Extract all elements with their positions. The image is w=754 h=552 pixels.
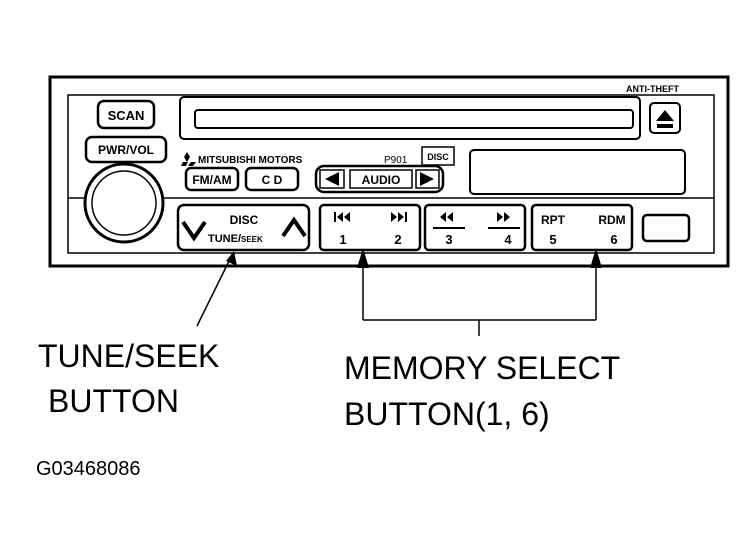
chevron-down-icon xyxy=(181,220,207,242)
skip-forward-icon xyxy=(391,212,407,222)
eject-icon xyxy=(656,110,674,128)
scan-button[interactable]: SCAN xyxy=(96,99,156,130)
model-label: P901 xyxy=(384,155,408,166)
audio-control-group: AUDIO xyxy=(314,164,445,194)
underline-3 xyxy=(433,227,465,229)
memory-select-callout-line1: MEMORY SELECT xyxy=(344,350,620,386)
svg-text:SCAN: SCAN xyxy=(108,108,145,123)
rewind-icon xyxy=(440,212,453,222)
fast-forward-icon xyxy=(497,212,510,222)
tune-seek-label: TUNE/SEEK xyxy=(208,233,263,245)
mitsubishi-logo: MITSUBISHI MOTORS xyxy=(181,152,303,166)
right-arrow-icon xyxy=(420,172,434,186)
display-window xyxy=(469,149,686,195)
preset-4-label: 4 xyxy=(504,232,512,247)
audio-right-button[interactable] xyxy=(415,169,440,189)
cd-slot xyxy=(194,109,634,129)
fm-am-button[interactable]: FM/AM xyxy=(184,166,240,192)
cd-slot-frame xyxy=(179,96,641,140)
preset-button-1-2[interactable]: 1 2 xyxy=(318,203,422,252)
chevron-up-icon xyxy=(281,216,307,238)
svg-text:AUDIO: AUDIO xyxy=(362,173,401,187)
eject-button[interactable] xyxy=(649,102,681,134)
disc-label: DISC xyxy=(230,213,259,227)
radio-inner-frame xyxy=(67,94,715,254)
small-right-button[interactable] xyxy=(641,213,691,243)
preset-2-label: 2 xyxy=(394,232,401,247)
skip-back-icon xyxy=(334,212,350,222)
figure-id: G03468086 xyxy=(36,458,141,480)
tune-seek-callout-line2: BUTTON xyxy=(48,383,179,419)
svg-text:PWR/VOL: PWR/VOL xyxy=(98,143,154,157)
svg-text:C D: C D xyxy=(262,173,283,187)
rpt-label: RPT xyxy=(541,213,566,227)
arrowhead-icon xyxy=(357,248,369,268)
svg-text:FM/AM: FM/AM xyxy=(192,173,231,187)
brand-label: MITSUBISHI MOTORS xyxy=(198,155,303,166)
cd-button[interactable]: C D xyxy=(244,166,300,192)
pwr-vol-button[interactable]: PWR/VOL xyxy=(84,135,168,164)
audio-button[interactable]: AUDIO xyxy=(349,169,413,189)
preset-1-label: 1 xyxy=(339,232,346,247)
anti-theft-label: ANTI-THEFT xyxy=(626,84,679,94)
rdm-label: RDM xyxy=(598,213,625,227)
preset-5-label: 5 xyxy=(549,232,556,247)
arrowhead-icon xyxy=(590,248,602,268)
audio-left-button[interactable] xyxy=(319,169,345,189)
memory-select-callout-line2: BUTTON(1, 6) xyxy=(344,396,550,432)
preset-6-label: 6 xyxy=(610,232,617,247)
left-arrow-icon xyxy=(325,172,339,186)
compact-disc-logo: DISC xyxy=(421,146,455,166)
volume-knob[interactable] xyxy=(83,162,165,244)
memory-select-leader-bracket xyxy=(357,248,602,336)
arrowhead-icon xyxy=(226,251,237,266)
preset-button-5-6[interactable]: RPT RDM 5 6 xyxy=(530,203,634,252)
preset-3-label: 3 xyxy=(445,232,452,247)
svg-text:DISC: DISC xyxy=(427,152,449,162)
underline-4 xyxy=(488,227,520,229)
preset-button-3-4[interactable]: 3 4 xyxy=(423,203,527,252)
mitsubishi-diamonds-icon xyxy=(181,152,196,166)
tune-seek-button[interactable]: DISC TUNE/SEEK xyxy=(176,203,311,252)
tune-seek-callout-line1: TUNE/SEEK xyxy=(38,338,219,374)
tune-seek-leader-line xyxy=(196,251,237,327)
